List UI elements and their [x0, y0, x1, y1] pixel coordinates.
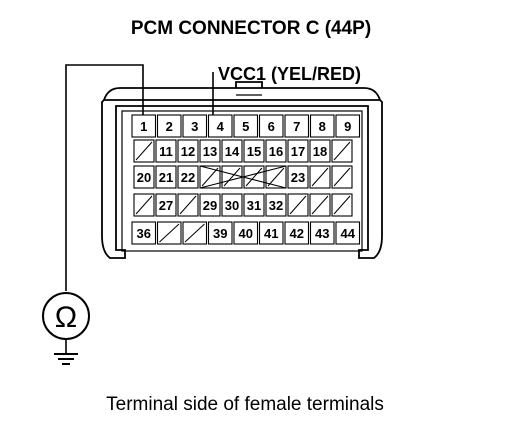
terminal-20: 20 [133, 165, 155, 189]
terminal-9: 9 [335, 114, 361, 138]
terminal-31: 31 [243, 193, 265, 217]
terminal-blank [331, 139, 353, 163]
terminal-2: 2 [156, 114, 182, 138]
terminal-label: 16 [269, 144, 283, 159]
ground-icon [54, 353, 78, 365]
terminal-label: 4 [217, 119, 225, 134]
terminal-blank [133, 193, 155, 217]
terminal-1: 1 [131, 114, 157, 138]
terminal-label: 41 [264, 226, 278, 241]
terminal-8: 8 [309, 114, 335, 138]
terminal-blank [243, 165, 265, 189]
terminal-label: 9 [344, 119, 351, 134]
terminal-label: 1 [140, 119, 147, 134]
terminal-label: 13 [203, 144, 217, 159]
terminal-7: 7 [284, 114, 310, 138]
terminal-blank [309, 165, 331, 189]
terminal-label: 6 [268, 119, 275, 134]
terminal-label: 11 [159, 144, 173, 159]
terminal-blank [199, 165, 221, 189]
terminal-label: 43 [315, 226, 329, 241]
terminal-23: 23 [287, 165, 309, 189]
terminal-label: 22 [181, 170, 195, 185]
terminal-15: 15 [243, 139, 265, 163]
terminal-label: 8 [319, 119, 326, 134]
terminal-label: 23 [291, 170, 305, 185]
terminal-label: 7 [293, 119, 300, 134]
terminal-44: 44 [335, 221, 361, 245]
terminal-blank [182, 221, 208, 245]
terminal-label: 31 [247, 198, 261, 213]
terminal-40: 40 [233, 221, 259, 245]
terminal-39: 39 [207, 221, 233, 245]
terminal-18: 18 [309, 139, 331, 163]
terminal-blank [331, 193, 353, 217]
ohm-symbol: Ω [55, 301, 77, 334]
terminal-label: 36 [137, 226, 151, 241]
terminal-label: 42 [290, 226, 304, 241]
terminal-5: 5 [233, 114, 259, 138]
terminal-label: 12 [181, 144, 195, 159]
terminal-label: 20 [137, 170, 151, 185]
terminal-32: 32 [265, 193, 287, 217]
terminal-43: 43 [309, 221, 335, 245]
wire-label: VCC1 (YEL/RED) [218, 64, 361, 84]
terminal-blank [133, 139, 155, 163]
terminal-36: 36 [131, 221, 157, 245]
terminal-label: 15 [247, 144, 261, 159]
terminal-label: 18 [313, 144, 327, 159]
terminal-label: 2 [166, 119, 173, 134]
terminal-13: 13 [199, 139, 221, 163]
terminal-label: 40 [239, 226, 253, 241]
terminal-4: 4 [207, 114, 233, 138]
terminal-label: 5 [242, 119, 249, 134]
terminal-6: 6 [258, 114, 284, 138]
terminal-blank [265, 165, 287, 189]
terminal-blank [177, 193, 199, 217]
terminal-22: 22 [177, 165, 199, 189]
diagram-caption: Terminal side of female terminals [106, 394, 384, 415]
terminal-17: 17 [287, 139, 309, 163]
terminal-blank [309, 193, 331, 217]
terminal-12: 12 [177, 139, 199, 163]
terminal-30: 30 [221, 193, 243, 217]
terminal-label: 3 [191, 119, 198, 134]
terminal-blank [156, 221, 182, 245]
terminal-label: 17 [291, 144, 305, 159]
blocked-cavity-cross [199, 165, 287, 189]
diagram-title: PCM CONNECTOR C (44P) [131, 18, 371, 39]
terminal-label: 29 [203, 198, 217, 213]
terminal-blank [221, 165, 243, 189]
terminal-label: 39 [213, 226, 227, 241]
connector-housing [101, 81, 383, 259]
terminal-14: 14 [221, 139, 243, 163]
terminal-label: 32 [269, 198, 283, 213]
ohmmeter-icon: Ω [42, 292, 90, 340]
test-lead-wire [65, 64, 144, 291]
terminal-11: 11 [155, 139, 177, 163]
terminal-21: 21 [155, 165, 177, 189]
terminal-41: 41 [258, 221, 284, 245]
terminal-27: 27 [155, 193, 177, 217]
terminal-29: 29 [199, 193, 221, 217]
terminal-label: 30 [225, 198, 239, 213]
terminal-label: 27 [159, 198, 173, 213]
terminal-blank [331, 165, 353, 189]
terminal-label: 14 [225, 144, 240, 159]
terminal-3: 3 [182, 114, 208, 138]
terminal-16: 16 [265, 139, 287, 163]
terminal-42: 42 [284, 221, 310, 245]
terminal-label: 44 [341, 226, 356, 241]
terminal-blank [287, 193, 309, 217]
terminal-label: 21 [159, 170, 173, 185]
